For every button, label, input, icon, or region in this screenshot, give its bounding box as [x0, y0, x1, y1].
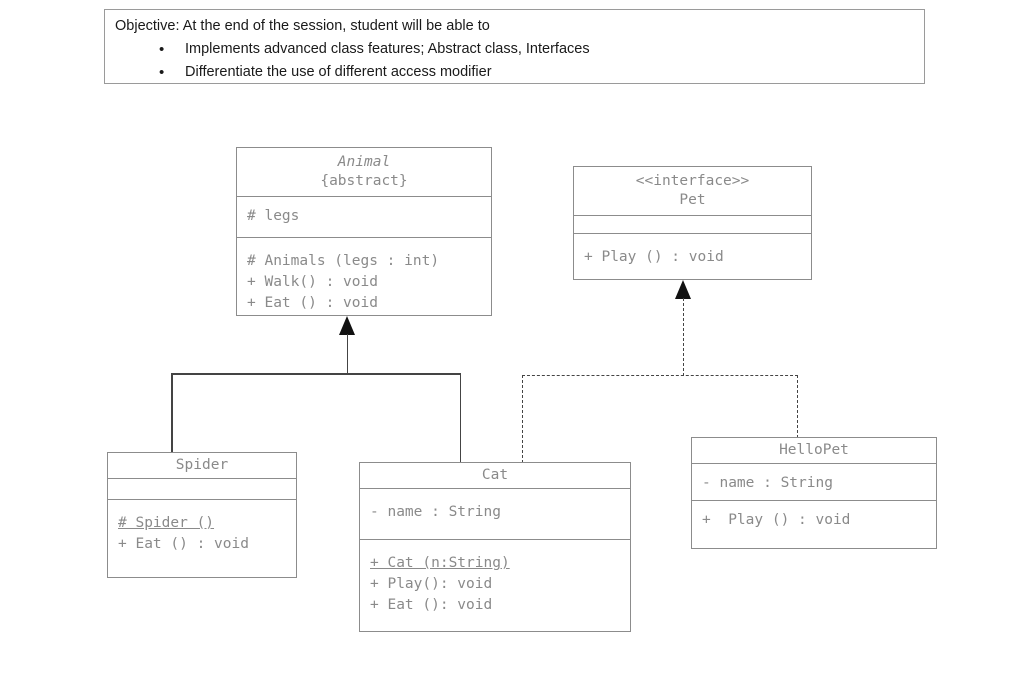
class-box-hellopet[interactable]: HelloPet - name : String + Play () : voi… [691, 437, 937, 549]
class-header-pet: <<interface>> Pet [574, 167, 811, 215]
realization-drop-cat [522, 375, 523, 463]
attribute-row: # legs [247, 208, 300, 224]
realization-arrowhead-pet [675, 280, 691, 299]
class-box-animal[interactable]: Animal {abstract} # legs # Animals (legs… [236, 147, 492, 316]
class-name-pet: Pet [679, 192, 706, 208]
objective-item: • Implements advanced class features; Ab… [115, 38, 914, 61]
method-row-text: + Cat (n:String) [370, 555, 510, 571]
method-row: + Eat () : void [118, 536, 249, 552]
class-box-pet[interactable]: <<interface>> Pet + Play () : void [573, 166, 812, 280]
objective-title: Objective: At the end of the session, st… [115, 18, 490, 34]
class-methods-cat: + Cat (n:String) + Play(): void + Eat ()… [360, 539, 630, 620]
class-header-spider: Spider [108, 453, 296, 478]
method-row: # Spider () [118, 513, 286, 534]
class-box-cat[interactable]: Cat - name : String + Cat (n:String) + P… [359, 462, 631, 632]
method-row: # Animals (legs : int) [247, 253, 440, 269]
class-box-spider[interactable]: Spider # Spider () + Eat () : void [107, 452, 297, 578]
class-methods-hellopet: + Play () : void [692, 500, 936, 535]
class-methods-pet: + Play () : void [574, 233, 811, 272]
class-stereotype-animal: {abstract} [320, 173, 408, 189]
class-attributes-pet [574, 215, 811, 233]
class-name-animal: Animal [337, 154, 391, 170]
class-attributes-animal: # legs [237, 196, 491, 237]
class-stereotype-pet: <<interface>> [635, 173, 750, 189]
class-attributes-spider [108, 478, 296, 499]
realization-drop-hellopet [797, 375, 798, 438]
objective-list: • Implements advanced class features; Ab… [115, 38, 914, 84]
generalization-drop-spider [171, 373, 173, 453]
class-header-cat: Cat [360, 463, 630, 488]
bullet-icon: • [159, 41, 165, 58]
class-name-hellopet: HelloPet [779, 442, 849, 458]
method-row: + Walk() : void [247, 274, 378, 290]
method-row: + Cat (n:String) [370, 553, 620, 574]
objective-box: Objective: At the end of the session, st… [104, 9, 925, 84]
method-row: + Play () : void [702, 512, 851, 528]
realization-stem-pet [683, 298, 684, 376]
method-row-text: # Spider () [118, 515, 215, 531]
generalization-arrowhead-animal [339, 316, 355, 335]
class-header-animal: Animal {abstract} [237, 148, 491, 196]
objective-item: • Differentiate the use of different acc… [115, 61, 914, 84]
objective-item-label: Differentiate the use of different acces… [185, 64, 492, 80]
class-attributes-hellopet: - name : String [692, 463, 936, 500]
method-row: + Play(): void [370, 576, 493, 592]
generalization-drop-cat [459, 373, 462, 463]
method-row: + Play () : void [584, 249, 724, 265]
method-row: + Eat (): void [370, 597, 493, 613]
class-methods-spider: # Spider () + Eat () : void [108, 499, 296, 559]
class-header-hellopet: HelloPet [692, 438, 936, 463]
class-name-spider: Spider [175, 457, 229, 473]
generalization-stem-animal [346, 334, 349, 374]
bullet-icon: • [159, 64, 165, 81]
attribute-row: - name : String [370, 504, 501, 520]
attribute-row: - name : String [702, 475, 833, 491]
class-name-cat: Cat [481, 467, 509, 483]
realization-bus [522, 375, 798, 376]
class-methods-animal: # Animals (legs : int) + Walk() : void +… [237, 237, 491, 318]
generalization-bus [171, 373, 461, 375]
class-attributes-cat: - name : String [360, 488, 630, 539]
method-row: + Eat () : void [247, 295, 378, 311]
objective-item-label: Implements advanced class features; Abst… [185, 41, 590, 57]
